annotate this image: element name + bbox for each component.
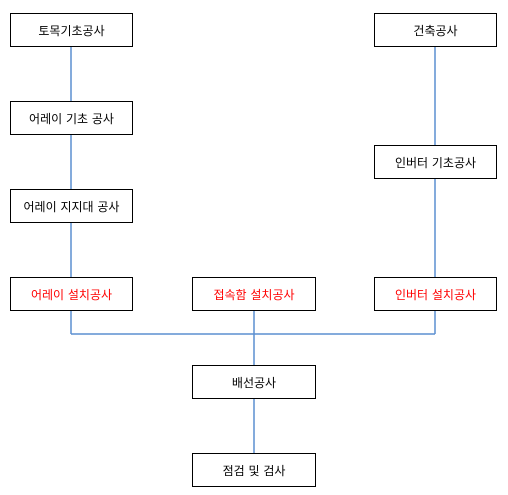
node-junction-box-install: 접속함 설치공사 — [192, 277, 316, 311]
node-junction-box-install-label: 접속함 설치공사 — [213, 287, 295, 302]
node-inverter-foundation-label: 인버터 기초공사 — [394, 155, 477, 170]
node-building: 건축공사 — [374, 13, 497, 47]
node-inverter-foundation: 인버터 기초공사 — [374, 145, 497, 179]
node-array-install-label: 어레이 설치공사 — [30, 287, 113, 302]
node-inspection-label: 점검 및 검사 — [222, 463, 286, 478]
node-array-foundation: 어레이 기초 공사 — [10, 101, 133, 135]
node-inspection: 점검 및 검사 — [192, 453, 316, 487]
node-array-install: 어레이 설치공사 — [10, 277, 133, 311]
node-wiring-label: 배선공사 — [231, 375, 277, 390]
node-array-support-label: 어레이 지지대 공사 — [23, 199, 120, 214]
node-wiring: 배선공사 — [192, 365, 316, 399]
node-civil-foundation-label: 토목기초공사 — [38, 23, 105, 38]
node-array-foundation-label: 어레이 기초 공사 — [29, 111, 114, 126]
node-building-label: 건축공사 — [413, 23, 458, 38]
node-civil-foundation: 토목기초공사 — [10, 13, 133, 47]
node-inverter-install-label: 인버터 설치공사 — [394, 287, 477, 302]
node-array-support: 어레이 지지대 공사 — [10, 189, 133, 223]
node-inverter-install: 인버터 설치공사 — [374, 277, 497, 311]
